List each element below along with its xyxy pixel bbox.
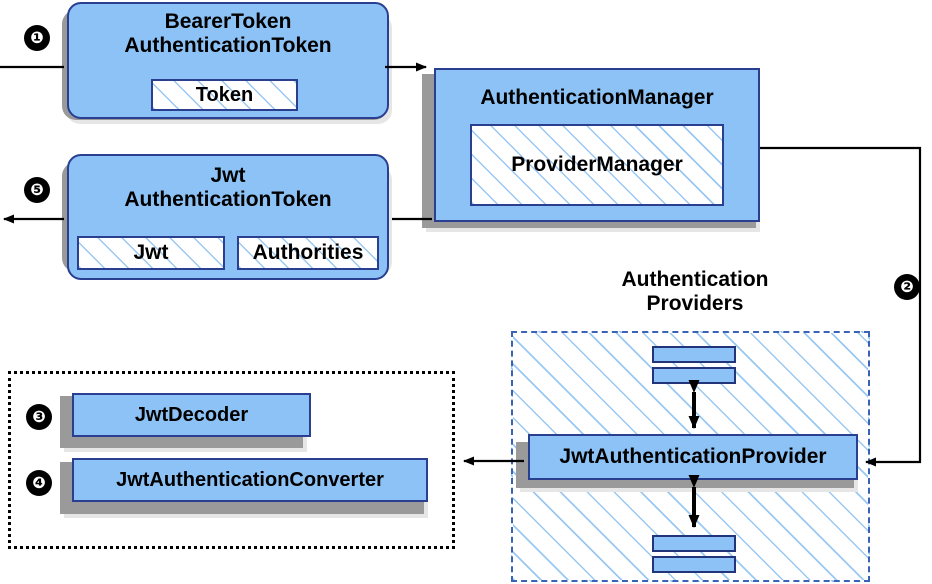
- jwt-components-group: [8, 371, 455, 549]
- step-marker-2: ❷: [894, 274, 920, 300]
- step-marker-4-label: ❹: [32, 473, 46, 492]
- jwt-authentication-converter-label: JwtAuthenticationConverter: [116, 468, 384, 491]
- authentication-providers-title: Authentication Providers: [570, 268, 820, 316]
- step-marker-4: ❹: [26, 470, 52, 496]
- node-jwt-decoder[interactable]: JwtDecoder: [72, 393, 311, 437]
- step-marker-2-label: ❷: [900, 277, 914, 296]
- bearer-token-title: BearerToken AuthenticationToken: [124, 10, 331, 58]
- provider-stack-bar-top-2: [652, 367, 736, 384]
- bearer-token-inner-token-label: Token: [195, 83, 254, 106]
- jwt-token-inner-authorities[interactable]: Authorities: [237, 236, 379, 270]
- bearer-token-title-line1: BearerToken: [164, 10, 292, 33]
- authentication-manager-title: AuthenticationManager: [480, 86, 714, 109]
- node-bearer-token-authentication-token[interactable]: BearerToken AuthenticationToken: [67, 2, 389, 119]
- jwt-token-title: Jwt AuthenticationToken: [124, 164, 331, 212]
- authentication-manager-inner-provider-manager[interactable]: ProviderManager: [470, 124, 724, 206]
- jwt-token-title-line2: AuthenticationToken: [124, 188, 332, 212]
- provider-stack-bar-bottom-2: [652, 556, 736, 573]
- provider-stack-bar-bottom-1: [652, 535, 736, 552]
- jwt-token-inner-jwt[interactable]: Jwt: [77, 236, 225, 270]
- bearer-token-inner-token[interactable]: Token: [151, 79, 298, 111]
- step-marker-3-label: ❸: [32, 407, 46, 426]
- jwt-token-inner-authorities-label: Authorities: [252, 241, 364, 264]
- node-jwt-authentication-provider[interactable]: JwtAuthenticationProvider: [528, 434, 858, 480]
- step-marker-3: ❸: [26, 404, 52, 430]
- jwt-authentication-provider-label: JwtAuthenticationProvider: [559, 445, 827, 468]
- jwt-decoder-label: JwtDecoder: [134, 403, 249, 426]
- jwt-token-title-line1: Jwt: [210, 164, 246, 187]
- step-marker-1-label: ❶: [30, 28, 44, 47]
- node-jwt-authentication-token[interactable]: Jwt AuthenticationToken: [67, 154, 389, 280]
- step-marker-5: ❺: [24, 177, 50, 203]
- node-jwt-authentication-converter[interactable]: JwtAuthenticationConverter: [72, 458, 428, 502]
- provider-manager-label: ProviderManager: [511, 153, 683, 176]
- jwt-token-inner-jwt-label: Jwt: [133, 241, 169, 264]
- authentication-providers-title-line1: Authentication: [621, 268, 769, 291]
- provider-stack-bar-top-1: [652, 346, 736, 363]
- step-marker-5-label: ❺: [30, 180, 44, 199]
- bearer-token-title-line2: AuthenticationToken: [124, 34, 332, 58]
- step-marker-1: ❶: [24, 25, 50, 51]
- authentication-providers-title-line2: Providers: [646, 292, 744, 316]
